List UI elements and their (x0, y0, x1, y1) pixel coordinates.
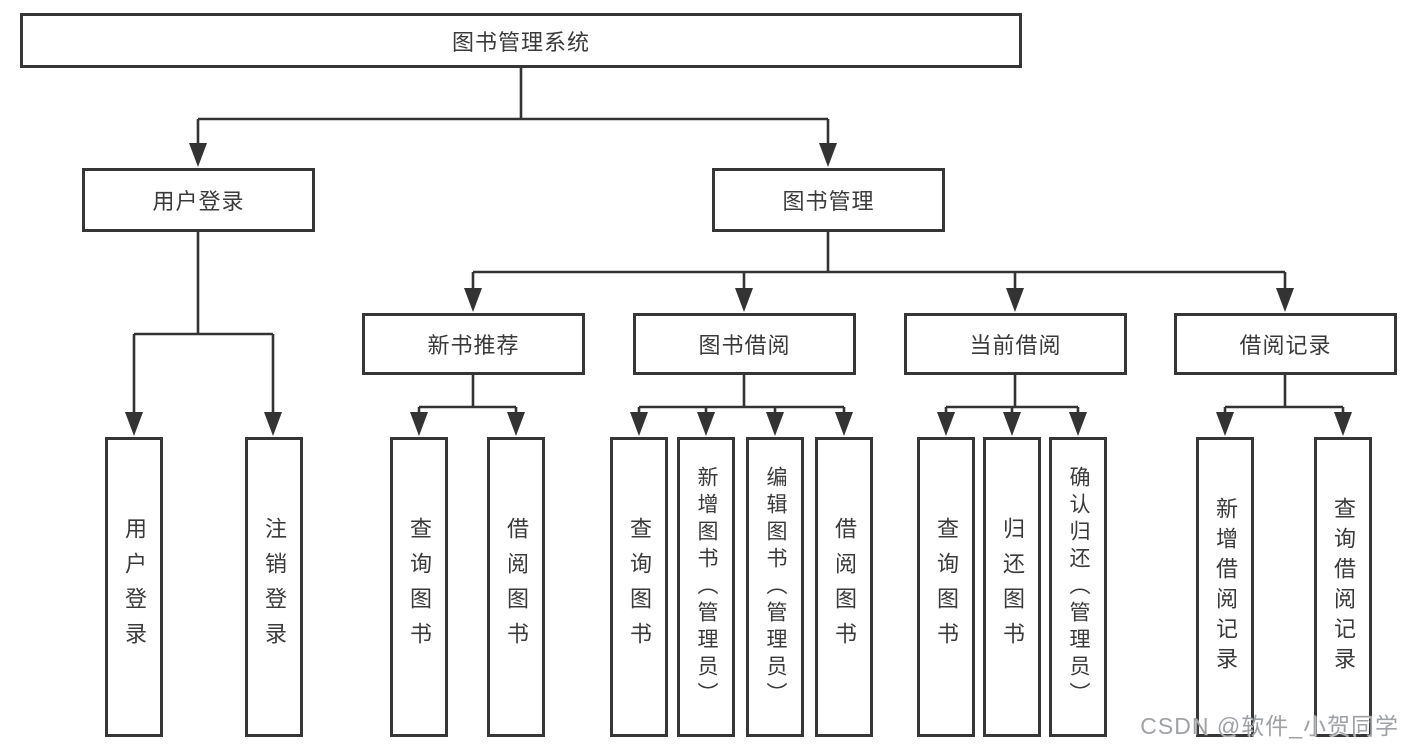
node-label: 用户登录 (152, 189, 245, 214)
leaf-cb-query-books: 查询图书 (917, 437, 975, 737)
node-label: 确认归还（管理员） (1067, 465, 1090, 709)
leaf-nb-query-books: 查询图书 (390, 437, 448, 737)
node-label: 借阅图书 (832, 517, 857, 657)
arrow-down-icon (819, 143, 837, 167)
node-label: 用户登录 (122, 517, 147, 657)
node-label: 图书借阅 (698, 333, 791, 358)
connector-user-login-to-leaves (132, 230, 275, 416)
leaf-bb-edit-books-admin: 编辑图书（管理员） (746, 437, 804, 737)
node-label: 查询图书 (407, 517, 432, 657)
connector-book-management-to-level3 (471, 230, 1287, 292)
arrowhead-icons (125, 143, 1352, 436)
leaf-user-login: 用户登录 (105, 437, 163, 737)
arrow-down-icon (1216, 412, 1234, 436)
arrow-down-icon (1276, 288, 1294, 312)
arrow-down-icon (1069, 412, 1087, 436)
node-new-book-recommend: 新书推荐 (362, 313, 585, 375)
node-label: 查询图书 (627, 517, 652, 657)
node-label: 新书推荐 (427, 333, 520, 358)
arrow-down-icon (125, 412, 143, 436)
node-label: 借阅记录 (1239, 333, 1332, 358)
connector-book-borrow-to-leaves (637, 373, 846, 416)
node-root: 图书管理系统 (20, 13, 1022, 68)
node-label: 查询图书 (934, 517, 959, 657)
arrow-down-icon (464, 288, 482, 312)
arrow-down-icon (264, 412, 282, 436)
leaf-nb-borrow-books: 借阅图书 (487, 437, 545, 737)
node-label: 编辑图书（管理员） (764, 465, 787, 709)
node-label: 查询借阅记录 (1331, 497, 1356, 677)
leaf-logout: 注销登录 (245, 437, 303, 737)
arrow-down-icon (1006, 288, 1024, 312)
node-book-borrowing: 图书借阅 (633, 313, 856, 375)
arrow-down-icon (1003, 412, 1021, 436)
arrow-down-icon (410, 412, 428, 436)
arrow-down-icon (937, 412, 955, 436)
arrow-down-icon (189, 143, 207, 167)
node-current-borrowing: 当前借阅 (904, 313, 1127, 375)
arrow-down-icon (766, 412, 784, 436)
node-borrowing-records: 借阅记录 (1174, 313, 1397, 375)
arrow-down-icon (835, 412, 853, 436)
leaf-br-add-record: 新增借阅记录 (1196, 437, 1254, 737)
leaf-bb-query-books: 查询图书 (610, 437, 668, 737)
arrow-down-icon (630, 412, 648, 436)
node-label: 新增图书（管理员） (695, 465, 718, 709)
leaf-cb-return-books: 归还图书 (983, 437, 1041, 737)
node-label: 图书管理 (782, 189, 875, 214)
node-label: 借阅图书 (504, 517, 529, 657)
connector-new-book-recommend-to-leaves (417, 373, 518, 416)
node-label: 注销登录 (262, 517, 287, 657)
node-user-login: 用户登录 (82, 168, 315, 232)
node-label: 图书管理系统 (451, 29, 590, 55)
node-label: 新增借阅记录 (1213, 497, 1238, 677)
connector-borrow-records-to-leaves (1223, 373, 1345, 416)
arrow-down-icon (697, 412, 715, 436)
arrow-down-icon (507, 412, 525, 436)
leaf-bb-borrow-books: 借阅图书 (815, 437, 873, 737)
node-label: 归还图书 (1000, 517, 1025, 657)
csdn-watermark: CSDN @软件_小贺同学 (1140, 713, 1399, 739)
leaf-cb-confirm-return-admin: 确认归还（管理员） (1049, 437, 1107, 737)
node-book-management: 图书管理 (712, 168, 945, 232)
node-label: 当前借阅 (969, 333, 1062, 358)
arrow-down-icon (1334, 412, 1352, 436)
leaf-br-query-record: 查询借阅记录 (1314, 437, 1372, 737)
arrow-down-icon (735, 288, 753, 312)
leaf-bb-add-books-admin: 新增图书（管理员） (677, 437, 735, 737)
connector-current-borrow-to-leaves (944, 373, 1080, 416)
connector-root-to-level2 (196, 66, 830, 147)
